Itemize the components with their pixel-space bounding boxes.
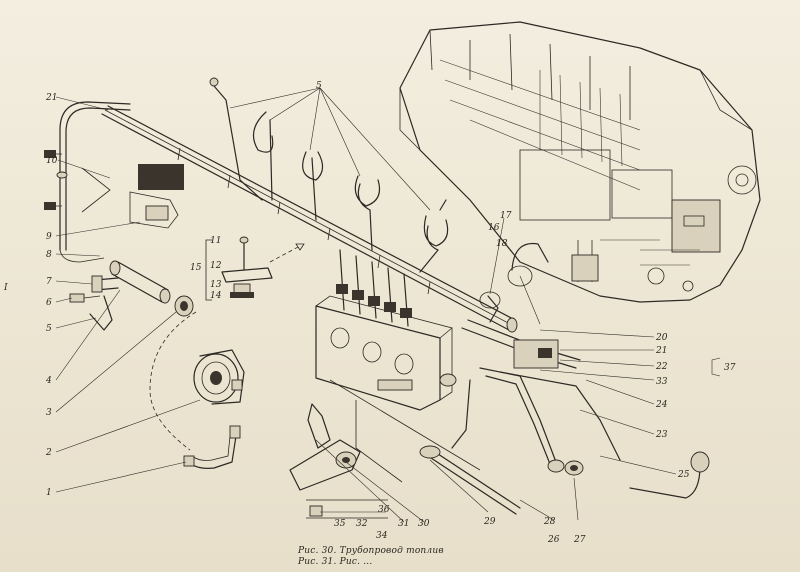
callout-32: 32: [356, 519, 368, 529]
callout-21: 21: [45, 93, 57, 103]
callout-14: 14: [210, 291, 222, 301]
callout-33: 33: [656, 377, 668, 387]
bottom-hose-1: [149, 311, 241, 469]
leader-lines: [55, 96, 721, 523]
callout-11: 11: [210, 236, 221, 246]
callout-18: 18: [496, 239, 508, 249]
callout-30: 30: [418, 519, 430, 529]
lower-right-pipes: [419, 242, 710, 515]
figure-caption-1: Рис. 30. Трубопровод топлив: [298, 546, 444, 556]
callout-25: 25: [677, 470, 690, 480]
callout-6: 6: [46, 298, 52, 308]
engine-block: [399, 21, 761, 303]
callout-1: 1: [46, 488, 52, 498]
callout-21-right: 21: [655, 346, 667, 356]
callout-15: 15: [190, 263, 202, 273]
callout-12: 12: [210, 261, 222, 271]
figure-caption-2: Рис. 31. Рис. ...: [298, 557, 373, 567]
callout-26: 26: [547, 535, 560, 545]
callout-4: 4: [45, 376, 52, 386]
callout-36: 36: [378, 505, 390, 515]
callout-9: 9: [46, 232, 52, 242]
callout-13: 13: [210, 280, 222, 290]
callout-labels: 21 5 10 9 8 7 6 5 4 3 2 1 11 12 13 14 15…: [45, 81, 736, 545]
injection-pipes: [209, 77, 449, 273]
left-return-pipe: [44, 101, 184, 263]
callout-31: 31: [398, 519, 409, 529]
callout-10: 10: [46, 156, 58, 166]
callout-20: 20: [655, 333, 668, 343]
callout-22: 22: [655, 362, 668, 372]
callout-34: 34: [376, 531, 388, 541]
callout-37: 37: [724, 363, 736, 373]
callout-23: 23: [655, 430, 668, 440]
callout-5: 5: [46, 324, 52, 334]
callout-17: 17: [500, 211, 512, 221]
main-fuel-tube: [101, 105, 518, 333]
callout-5-top: 5: [316, 81, 322, 91]
callout-7: 7: [46, 277, 52, 287]
callout-8: 8: [46, 250, 52, 260]
callout-28: 28: [543, 517, 556, 527]
callout-29: 29: [483, 517, 496, 527]
callout-3: 3: [46, 408, 52, 418]
callout-2: 2: [45, 448, 52, 458]
feed-pump: [193, 349, 245, 405]
callout-35: 35: [334, 519, 346, 529]
pump-bracket: [289, 403, 388, 519]
left-edge-mark: I: [3, 283, 8, 293]
callout-27: 27: [573, 535, 586, 545]
injection-pump: [315, 249, 481, 483]
callout-24: 24: [655, 400, 668, 410]
callout-16: 16: [488, 223, 500, 233]
bracket-detail-11-15: [205, 236, 305, 301]
small-fittings-left: [69, 260, 194, 331]
